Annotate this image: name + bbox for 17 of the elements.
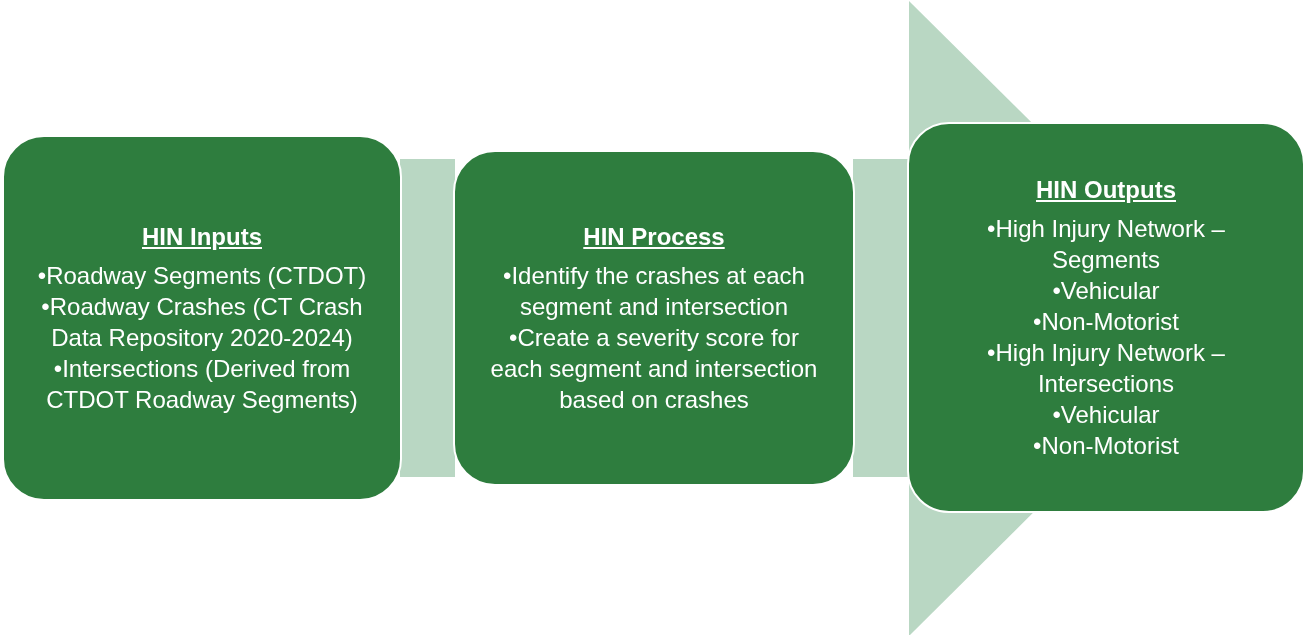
box-heading: HIN Inputs [142, 222, 262, 252]
bullet-item: •Non-Motorist [1033, 307, 1179, 337]
process-box [453, 150, 855, 486]
bullet-item: •Vehicular [1052, 276, 1160, 306]
bullet-item: •Roadway Crashes (CT Crash Data Repository 2020-2024) [40, 292, 364, 353]
bullet-item: •Intersections (Derived from CTDOT Roadway Segments) [45, 354, 359, 415]
process-box [2, 135, 402, 501]
bullet-item: •Non-Motorist [1033, 431, 1179, 461]
bullet-item: •High Injury Network – Segments [986, 214, 1226, 275]
process-box [907, 122, 1305, 513]
box-heading: HIN Outputs [1036, 175, 1176, 205]
bullet-item: •High Injury Network – Intersections [986, 338, 1226, 399]
bullet-item: •Create a severity score for each segment and intersection based on crashes [489, 323, 819, 415]
bullet-item: •Identify the crashes at each segment and intersection [502, 261, 806, 322]
bullet-item: •Roadway Segments (CTDOT) [37, 261, 367, 291]
box-heading: HIN Process [583, 222, 725, 252]
bullet-item: •Vehicular [1052, 400, 1160, 430]
